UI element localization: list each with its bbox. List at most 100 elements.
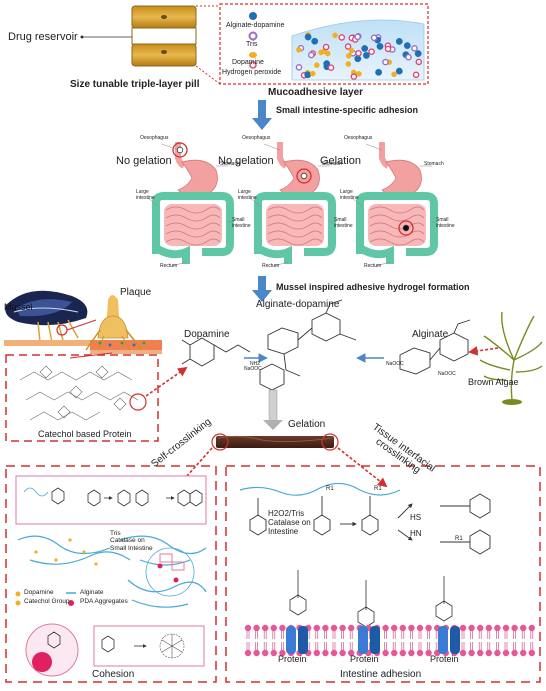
anatomy-label-stomach: Stomach [322, 161, 342, 167]
hn-label: HN [410, 529, 422, 538]
membrane-protein-3 [438, 626, 460, 654]
particle [309, 70, 316, 77]
gelation-state-1: No gelation [116, 155, 172, 167]
particle [376, 43, 384, 50]
legend-hydrogen-peroxide: Hydrogen peroxide [222, 69, 282, 76]
cohesion-legend-alginate: Alginate [80, 589, 104, 596]
anatomy-label-stomach: Stomach [424, 161, 444, 167]
drug-reservoir-label: Drug reservoir [8, 31, 78, 43]
anatomy-label-oesophagus: Oesophagus [242, 135, 271, 141]
hydrogen-peroxide-dot [249, 61, 257, 69]
dopamine-label: Dopamine [184, 329, 230, 340]
step2-label: Mussel inspired adhesive hydrogel format… [276, 282, 470, 292]
r1-label-2: R1 [374, 486, 382, 492]
brown-algae-illustration [479, 311, 543, 405]
hs-label: HS [410, 513, 422, 522]
gi-panel-1 [147, 142, 234, 267]
molecule-particles [295, 32, 423, 80]
particle [304, 71, 312, 79]
gelation-label: Gelation [288, 419, 326, 430]
anatomy-label-rectum: Rectum [364, 263, 382, 269]
particle [304, 33, 312, 41]
gelation-state-2: No gelation [218, 155, 274, 167]
tris-dot [248, 31, 258, 41]
catechol-protein-label: Catechol based Protein [38, 429, 132, 439]
plaque-label: Plaque [120, 287, 152, 298]
mucoadhesive-legend-icons [248, 12, 258, 69]
anatomy-label-small-intestine: Small intestine [436, 217, 455, 229]
mussel-label: Mussel [4, 302, 33, 312]
particle [356, 71, 362, 77]
particle [411, 45, 418, 52]
particle [375, 68, 382, 76]
legend-dopamine: Dopamine [232, 59, 264, 66]
membrane-protein-2 [358, 626, 380, 654]
protein-label-3: Protein [430, 654, 459, 664]
particle [412, 71, 420, 79]
cohesion-legend-catechol: Catechol Group [24, 598, 70, 605]
anatomy-label-rectum: Rectum [160, 263, 178, 269]
particle [350, 73, 358, 80]
pill-location-marker [172, 142, 188, 158]
particle [354, 33, 361, 41]
pill-location-marker [296, 168, 312, 184]
particle [313, 62, 320, 68]
particle [345, 61, 352, 67]
particle [382, 58, 389, 66]
anatomy-label-oesophagus: Oesophagus [140, 135, 169, 141]
cohesion-legend-dopamine: Dopamine [24, 589, 54, 596]
alginate-label: Alginate [412, 329, 449, 340]
particle [370, 34, 378, 42]
particle [355, 50, 362, 57]
mucoadhesive-caption: Mucoadhesive layer [268, 87, 364, 98]
anatomy-label-oesophagus: Oesophagus [344, 135, 373, 141]
mussel-illustration [4, 290, 94, 346]
particle [361, 45, 369, 52]
membrane-protein-1 [286, 626, 308, 654]
tris-catalase-label: Tris Catalase on Small Intestine [110, 530, 153, 552]
step1-label: Small intestine-specific adhesion [276, 105, 419, 115]
anatomy-label-large-intestine: Large intestine [238, 189, 257, 201]
cohesion-panel [5, 465, 217, 683]
dopamine-structure [181, 337, 251, 367]
protein-label-2: Protein [350, 654, 379, 664]
particle [391, 71, 397, 78]
r1-label-1: R1 [326, 486, 334, 492]
alginate-dopamine-label: Alginate-dopamine [256, 299, 340, 310]
alginate-dopamine-dot [249, 12, 257, 20]
particle [395, 38, 403, 45]
particle [322, 43, 330, 51]
anatomy-label-stomach: Stomach [220, 161, 240, 167]
naooc-label-2: NaOOC [386, 361, 404, 367]
catechol-legend-dot [15, 600, 21, 606]
particle [338, 34, 346, 41]
particle [368, 48, 375, 56]
particle [327, 64, 335, 71]
anatomy-label-large-intestine: Large intestine [340, 189, 359, 201]
r1-label-3: R1 [455, 536, 463, 542]
membrane-proteins [286, 626, 460, 654]
hydrogel-strip [211, 433, 339, 451]
naooc-label-1: NaOOC [244, 366, 262, 372]
cohesion-caption: Cohesion [92, 669, 135, 680]
alginate-dopamine-structure [259, 299, 357, 391]
anatomy-label-small-intestine: Small intestine [334, 217, 353, 229]
dopamine-dot [249, 52, 257, 58]
gelation-state-3: Gelation [320, 155, 361, 167]
anatomy-label-rectum: Rectum [262, 263, 280, 269]
anatomy-label-large-intestine: Large intestine [136, 189, 155, 201]
particle [403, 42, 411, 49]
particle [348, 47, 355, 54]
nh2-label: NH2 [250, 361, 261, 367]
particle [345, 53, 352, 59]
particle [295, 64, 303, 71]
gi-panel-2 [249, 142, 336, 267]
legend-alginate-dopamine: Alginate-dopamine [226, 22, 285, 29]
particle [405, 53, 412, 61]
brown-algae-label: Brown Algae [468, 377, 519, 387]
catechol-protein-box [5, 352, 159, 442]
gi-tract-panels [147, 142, 438, 267]
pill-location-marker [398, 220, 414, 236]
